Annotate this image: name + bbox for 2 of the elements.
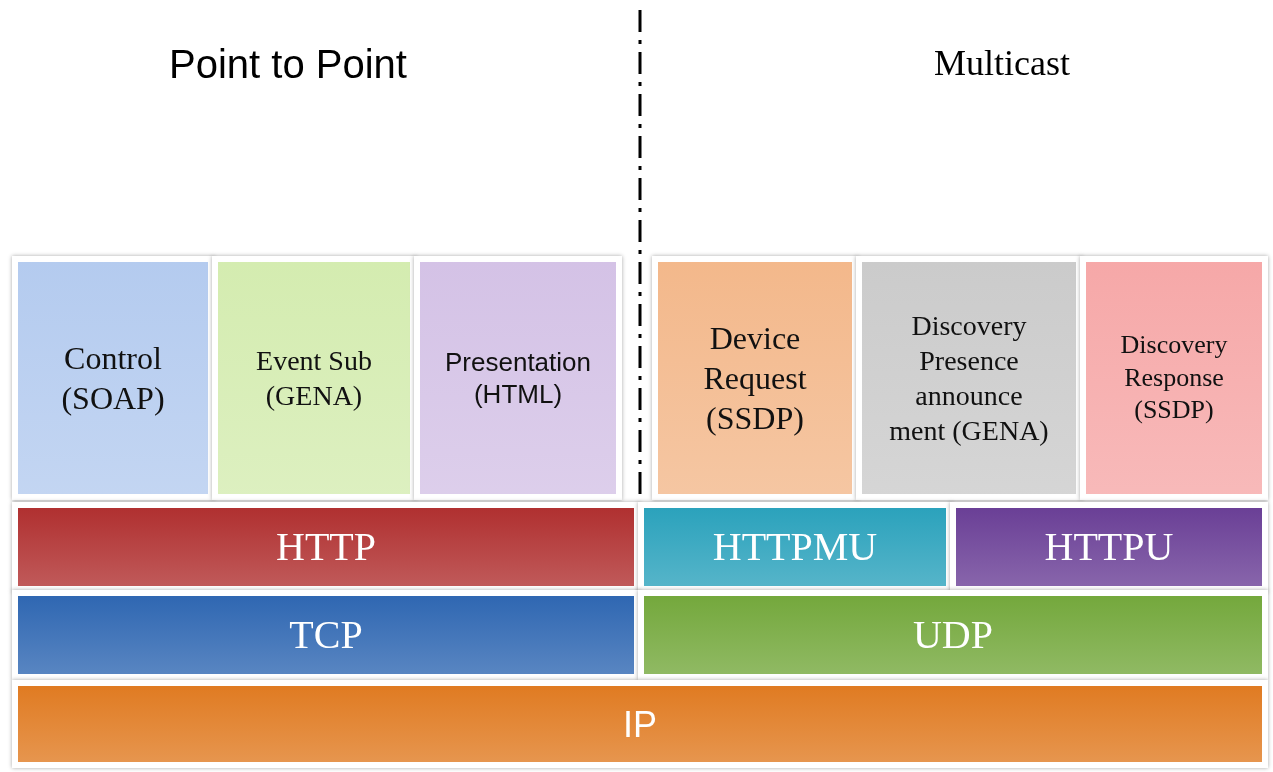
section-heading: Point to Point xyxy=(169,42,407,87)
section-heading: Multicast xyxy=(934,42,1070,84)
